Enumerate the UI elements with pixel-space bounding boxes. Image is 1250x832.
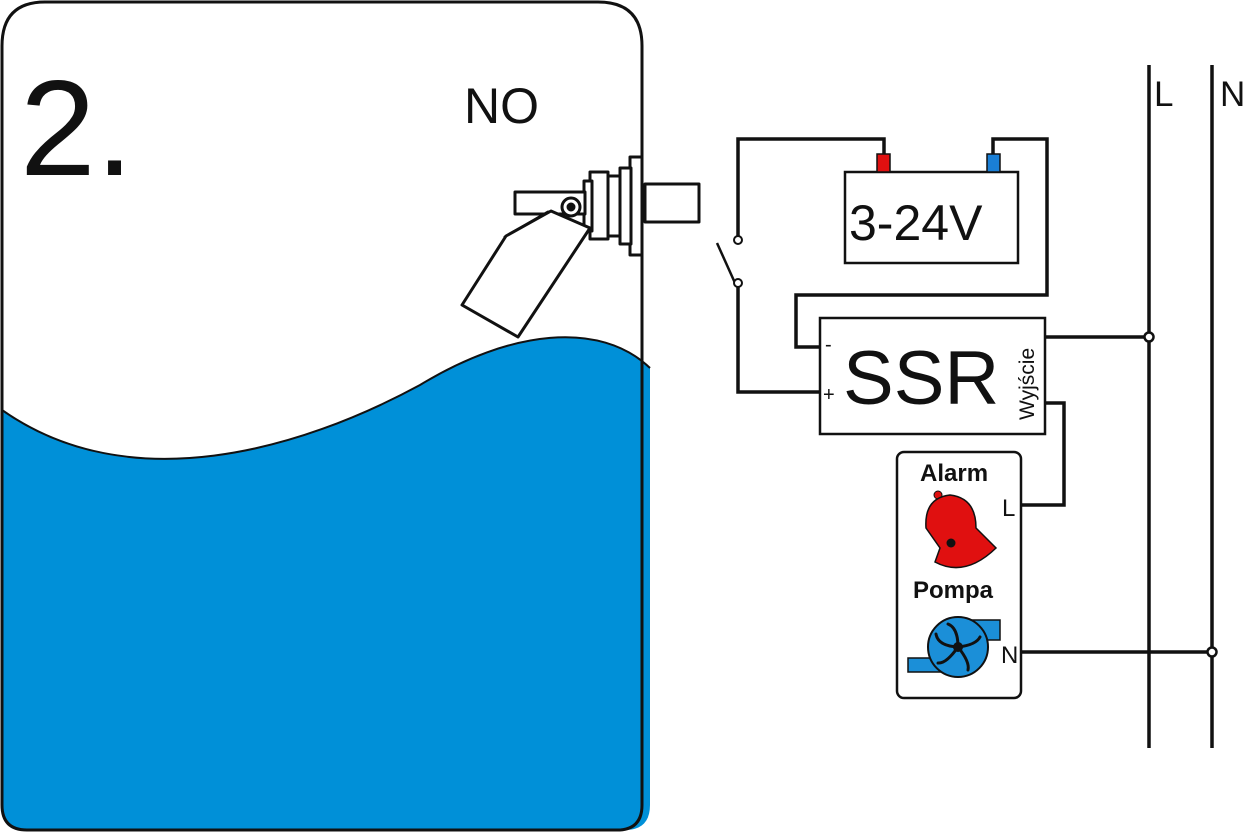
mains-n-label: N <box>1220 75 1245 114</box>
pump-label: Pompa <box>913 577 994 604</box>
alarm-label: Alarm <box>920 460 988 487</box>
wiring <box>736 65 1218 748</box>
mains-l-label: L <box>1154 75 1173 114</box>
power-supply-label: 3-24V <box>849 195 983 251</box>
negative-terminal <box>986 153 1001 173</box>
water <box>2 337 650 830</box>
tank-outline <box>0 0 644 832</box>
power-supply: 3-24V <box>843 153 1020 265</box>
switch-contact-icon <box>715 235 743 288</box>
load-terminal-n: N <box>1001 642 1018 669</box>
scenario-number: 2. <box>20 52 133 204</box>
tank <box>0 0 651 832</box>
ssr-output-label: Wyjście <box>1016 348 1039 420</box>
water-surface <box>1 336 651 460</box>
ssr-label: SSR <box>843 336 999 421</box>
ssr-minus-label: - <box>825 334 832 356</box>
float-switch-icon <box>460 155 701 339</box>
contact-type-label: NO <box>464 78 539 134</box>
ssr-relay: SSR - + Wyjście <box>818 316 1047 436</box>
load-box: Alarm L Pompa N <box>895 450 1023 700</box>
bell-icon <box>925 490 998 569</box>
ssr-plus-label: + <box>823 384 835 406</box>
pump-icon <box>907 616 1001 678</box>
positive-terminal <box>876 153 891 173</box>
load-terminal-l: L <box>1002 495 1015 522</box>
